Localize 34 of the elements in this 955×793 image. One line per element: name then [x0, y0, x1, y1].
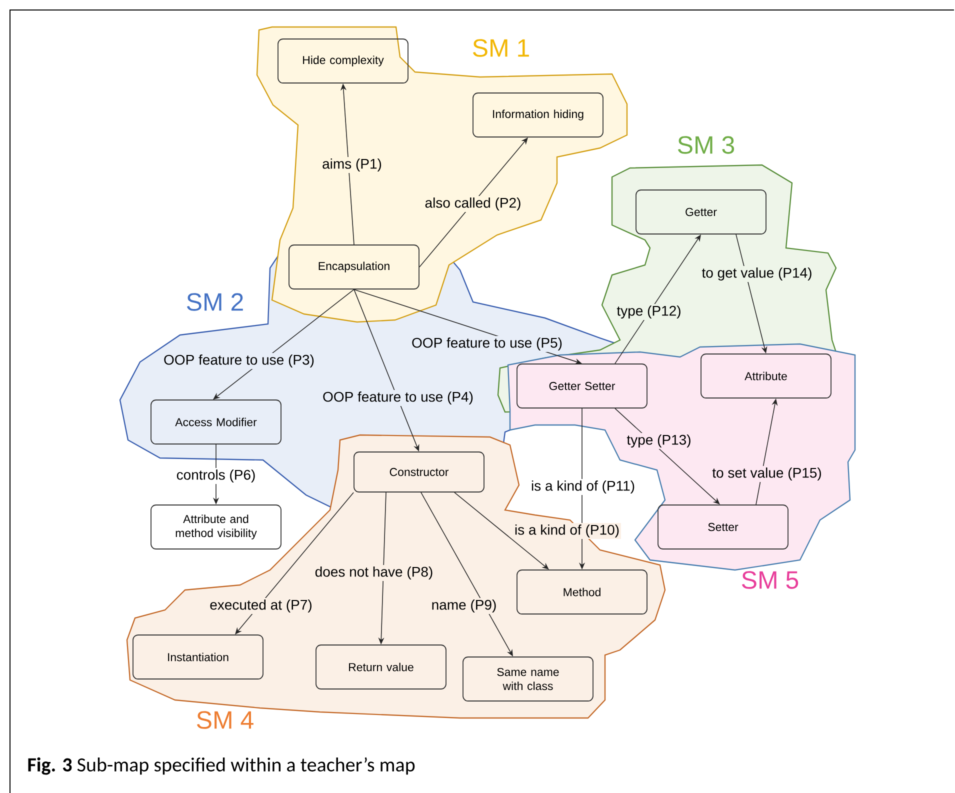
edge-label: OOP feature to use (P3)	[162, 352, 316, 370]
concept-box: Setter	[658, 504, 788, 550]
concept-box: Return value	[316, 644, 446, 690]
concept-box: Constructor	[354, 452, 484, 492]
concept-box: Attribute	[700, 354, 832, 398]
concept-box: Access Modifier	[150, 400, 282, 444]
figure-caption: Fig. 3 Sub-map specified within a teacher’s map	[28, 757, 415, 775]
sub-map-label: SM 3	[678, 136, 734, 154]
concept-box: Method	[516, 570, 648, 614]
concept-box: Getter	[636, 190, 766, 234]
concept-box: Attribute and method visibility	[150, 504, 282, 550]
concept-box: Same name with class	[462, 656, 594, 702]
edge-label: type (P13)	[625, 432, 693, 450]
edge-label: name (P9)	[430, 598, 498, 614]
edge-label: executed at (P7)	[208, 598, 314, 614]
edge-label: controls (P6)	[174, 468, 258, 484]
edge-label: OOP feature to use (P4)	[321, 390, 475, 406]
sub-map-label: SM 4	[196, 711, 254, 729]
concept-box: Instantiation	[132, 634, 264, 680]
edge-label: aims (P1)	[320, 156, 384, 174]
edge-label: type (P12)	[615, 304, 683, 320]
edge-label: OOP feature to use (P5)	[410, 336, 564, 352]
concept-box: Hide complexity	[278, 38, 408, 84]
edge-label: is a kind of (P10)	[512, 522, 622, 540]
concept-box: Getter Setter	[516, 364, 648, 408]
concept-box: Encapsulation	[288, 244, 420, 290]
edge-label: is a kind of (P11)	[530, 478, 636, 496]
concept-box: Information hiding	[472, 92, 604, 138]
edge-label: to get value (P14)	[700, 266, 814, 282]
edge-label: to set value (P15)	[710, 466, 824, 482]
edge-label: also called (P2)	[423, 196, 523, 212]
sub-map-label: SM 1	[472, 39, 529, 57]
sub-map-label: SM 2	[186, 293, 243, 311]
edge-label: does not have (P8)	[313, 565, 435, 582]
